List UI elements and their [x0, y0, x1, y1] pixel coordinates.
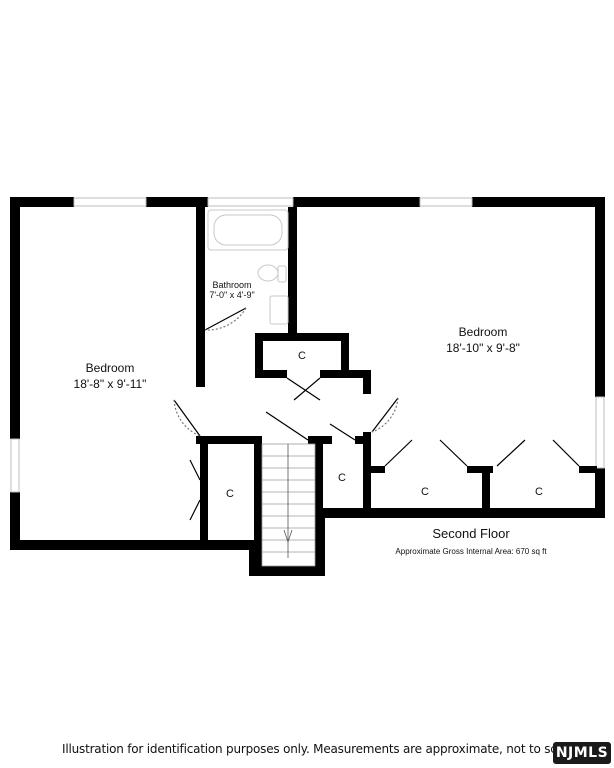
bathroom-fixtures: [207, 209, 289, 325]
stairs: [261, 443, 316, 567]
closet-label: C: [338, 472, 346, 484]
closet-label: C: [535, 486, 543, 498]
closet-label: C: [298, 350, 306, 362]
exterior-walls: [10, 197, 605, 576]
disclaimer-text: Illustration for identification purposes…: [62, 742, 578, 756]
floor-area: Approximate Gross Internal Area: 670 sq …: [395, 547, 547, 556]
windows: [10, 197, 605, 493]
interior-walls: [196, 207, 597, 576]
njmls-logo: NJMLS: [553, 742, 611, 764]
bedroom-left-dims: 18'-8" x 9'-11": [74, 377, 147, 391]
doors: [173, 307, 580, 521]
closet-label: C: [226, 488, 234, 500]
bedroom-left-name: Bedroom: [86, 361, 135, 375]
toilet-icon: [257, 264, 279, 282]
bathtub-icon: [207, 209, 289, 251]
closet-label: C: [421, 486, 429, 498]
bathroom-name: Bathroom: [212, 280, 251, 290]
bedroom-right-dims: 18'-10" x 9'-8": [446, 341, 520, 355]
sink-icon: [269, 295, 289, 325]
room-labels: Bedroom 18'-8" x 9'-11" Bedroom 18'-10" …: [74, 280, 548, 556]
floor-title: Second Floor: [432, 526, 510, 541]
bedroom-right-name: Bedroom: [459, 325, 508, 339]
bathroom-dims: 7'-0" x 4'-9": [209, 290, 254, 300]
